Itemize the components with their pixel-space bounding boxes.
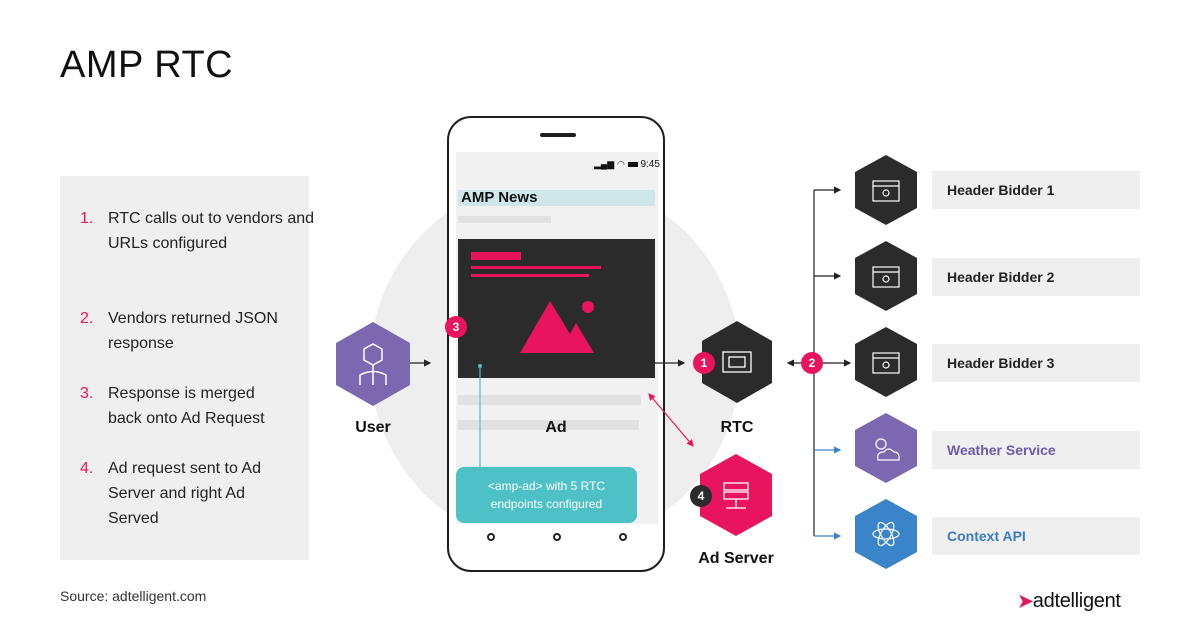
vendor-hex-5 [855,499,917,569]
vendor-label-2: Header Bidder 2 [932,258,1140,296]
vendor-label-3: Header Bidder 3 [932,344,1140,382]
step-text: RTC calls out to vendors and URLs config… [108,210,315,252]
status-bar: ▂▄▆ ◠ 9:45 [594,159,660,170]
rtc-label: RTC [720,419,754,436]
step-number: 1. [80,210,94,227]
nav-recent-button[interactable] [619,533,627,541]
browser-search-icon [872,352,900,374]
step-number: 3. [80,385,94,402]
chip-icon [722,351,752,373]
ad-slot [458,239,655,378]
nav-back-button[interactable] [487,533,495,541]
step-text: Ad request sent to Ad Server and right A… [108,460,261,527]
step-badge-1: 1 [693,352,715,374]
step-number: 2. [80,310,94,327]
ad-label: Ad [545,419,567,436]
app-title: AMP News [458,190,655,206]
atom-icon [872,521,900,547]
vendor-label-5: Context API [932,517,1140,555]
user-label: User [355,419,391,436]
vendor-label-1: Header Bidder 1 [932,171,1140,209]
phone-speaker [540,133,576,137]
vendor-hex-4 [855,413,917,483]
signal-icon: ▂▄▆ [594,159,615,169]
browser-search-icon [872,266,900,288]
ad-image-icon [471,252,601,353]
vendor-hex-1 [855,155,917,225]
step-badge-4: 4 [690,485,712,507]
callout-text: <amp-ad> with 5 RTC endpoints configured [487,479,606,511]
steps-panel: 1. RTC calls out to vendors and URLs con… [60,176,314,560]
step-number: 4. [80,460,94,477]
text-placeholder [458,216,551,223]
logo-mark-icon: ➤ [1018,591,1033,611]
ad-server-label: Ad Server [698,550,774,567]
vendor-label-4: Weather Service [932,431,1140,469]
nav-home-button[interactable] [553,533,561,541]
rtc-node [702,321,772,403]
server-icon [723,482,749,509]
user-node [336,322,410,406]
step-text: Vendors returned JSON response [108,310,278,352]
ad-server-node [700,454,772,536]
vendor-hex-3 [855,327,917,397]
step-badge-2: 2 [801,352,823,374]
vendor-hex-2 [855,241,917,311]
text-placeholder [458,395,641,405]
brand-name: adtelligent [1032,590,1121,612]
arrow-ad-to-adserver [648,393,694,447]
amp-ad-callout: <amp-ad> with 5 RTC endpoints configured [456,467,637,523]
brand-logo: ➤adtelligent [1018,590,1121,613]
browser-search-icon [872,180,900,202]
sun-cloud-icon [875,438,900,461]
user-icon [359,343,387,385]
status-time: 9:45 [640,159,660,170]
battery-icon [627,161,638,167]
wifi-icon: ◠ [617,159,625,169]
source-note: Source: adtelligent.com [60,588,207,604]
page-title: AMP RTC [60,44,234,86]
step-badge-3: 3 [445,316,467,338]
step-text: Response is merged back onto Ad Request [108,385,265,427]
text-placeholder [458,420,639,430]
